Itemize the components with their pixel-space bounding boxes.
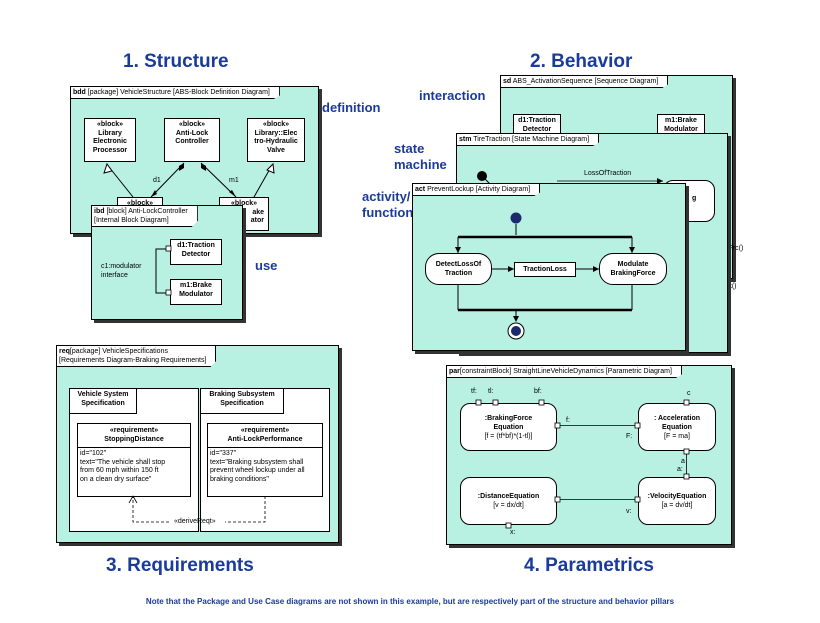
param-f: f: — [566, 417, 570, 424]
label-function: function — [362, 205, 414, 220]
param-x: x: — [510, 529, 516, 536]
req-header: req[package] VehicleSpecifications[Requi… — [57, 346, 216, 367]
constraint-distance: :DistanceEquation[v = dx/dt] — [460, 477, 557, 525]
heading-behavior: 2. Behavior — [530, 51, 633, 72]
footnote: Note that the Package and Use Case diagr… — [145, 597, 675, 606]
heading-parametrics: 4. Parametrics — [524, 555, 654, 576]
req-relation — [128, 495, 266, 523]
requirement-stopping-distance: «requirement» StoppingDistance id="102" … — [77, 423, 191, 497]
label-interaction: interaction — [419, 88, 486, 103]
requirement-antilock-performance: «requirement» Anti-LockPerformance id="3… — [207, 423, 323, 497]
req-frame: req[package] VehicleSpecifications[Requi… — [56, 345, 339, 543]
par-bindings — [475, 399, 690, 529]
constraint-velocity: :VelocityEquation[a = dv/dt] — [638, 477, 716, 525]
label-use: use — [255, 258, 278, 273]
label-state: state — [394, 141, 425, 156]
relation-derive-reqt: «deriveReqt» — [174, 518, 216, 525]
act-frame: act PreventLockup [Activity Diagram] Det… — [412, 183, 686, 351]
role-m1: m1 — [229, 177, 239, 184]
bdd-relations — [103, 162, 275, 198]
param-bf: bf: — [534, 388, 542, 395]
act-flows — [455, 212, 635, 340]
transition-loss: LossOfTraction — [584, 170, 632, 177]
msg-frc: kFrc() — [725, 245, 744, 252]
act-header: act PreventLockup [Activity Diagram] — [413, 184, 540, 196]
connector-label-2: interface — [101, 272, 128, 279]
par-header: par[constraintBlock] StraightLineVehicle… — [447, 366, 682, 378]
bdd-header: bdd [package] VehicleStructure [ABS-Bloc… — [71, 87, 280, 99]
par-frame: par[constraintBlock] StraightLineVehicle… — [446, 365, 732, 545]
object-traction-loss: TractionLoss — [514, 262, 576, 277]
connector-label-1: c1:modulator — [101, 263, 142, 270]
heading-requirements: 3. Requirements — [106, 555, 254, 576]
param-tl: tl: — [488, 388, 494, 395]
label-definition: definition — [322, 100, 381, 115]
ibd-header: ibd [block] Anti-LockController[Internal… — [92, 206, 198, 227]
ibd-connector — [155, 245, 172, 296]
param-tf: tf: — [471, 388, 477, 395]
param-a1: a — [681, 458, 685, 465]
ibd-frame: ibd [block] Anti-LockController[Internal… — [91, 205, 243, 320]
param-v: v: — [626, 508, 632, 515]
label-machine: machine — [394, 157, 447, 172]
param-a2: a: — [677, 466, 683, 473]
role-d1: d1 — [153, 177, 161, 184]
heading-structure: 1. Structure — [123, 51, 229, 72]
param-F: F: — [626, 433, 633, 440]
stm-header: stm TireTraction [State Machine Diagram] — [457, 134, 599, 146]
sd-header: sd ABS_ActivationSequence [Sequence Diag… — [501, 76, 668, 88]
param-c: c — [687, 390, 691, 397]
label-activity: activity/ — [362, 189, 411, 204]
